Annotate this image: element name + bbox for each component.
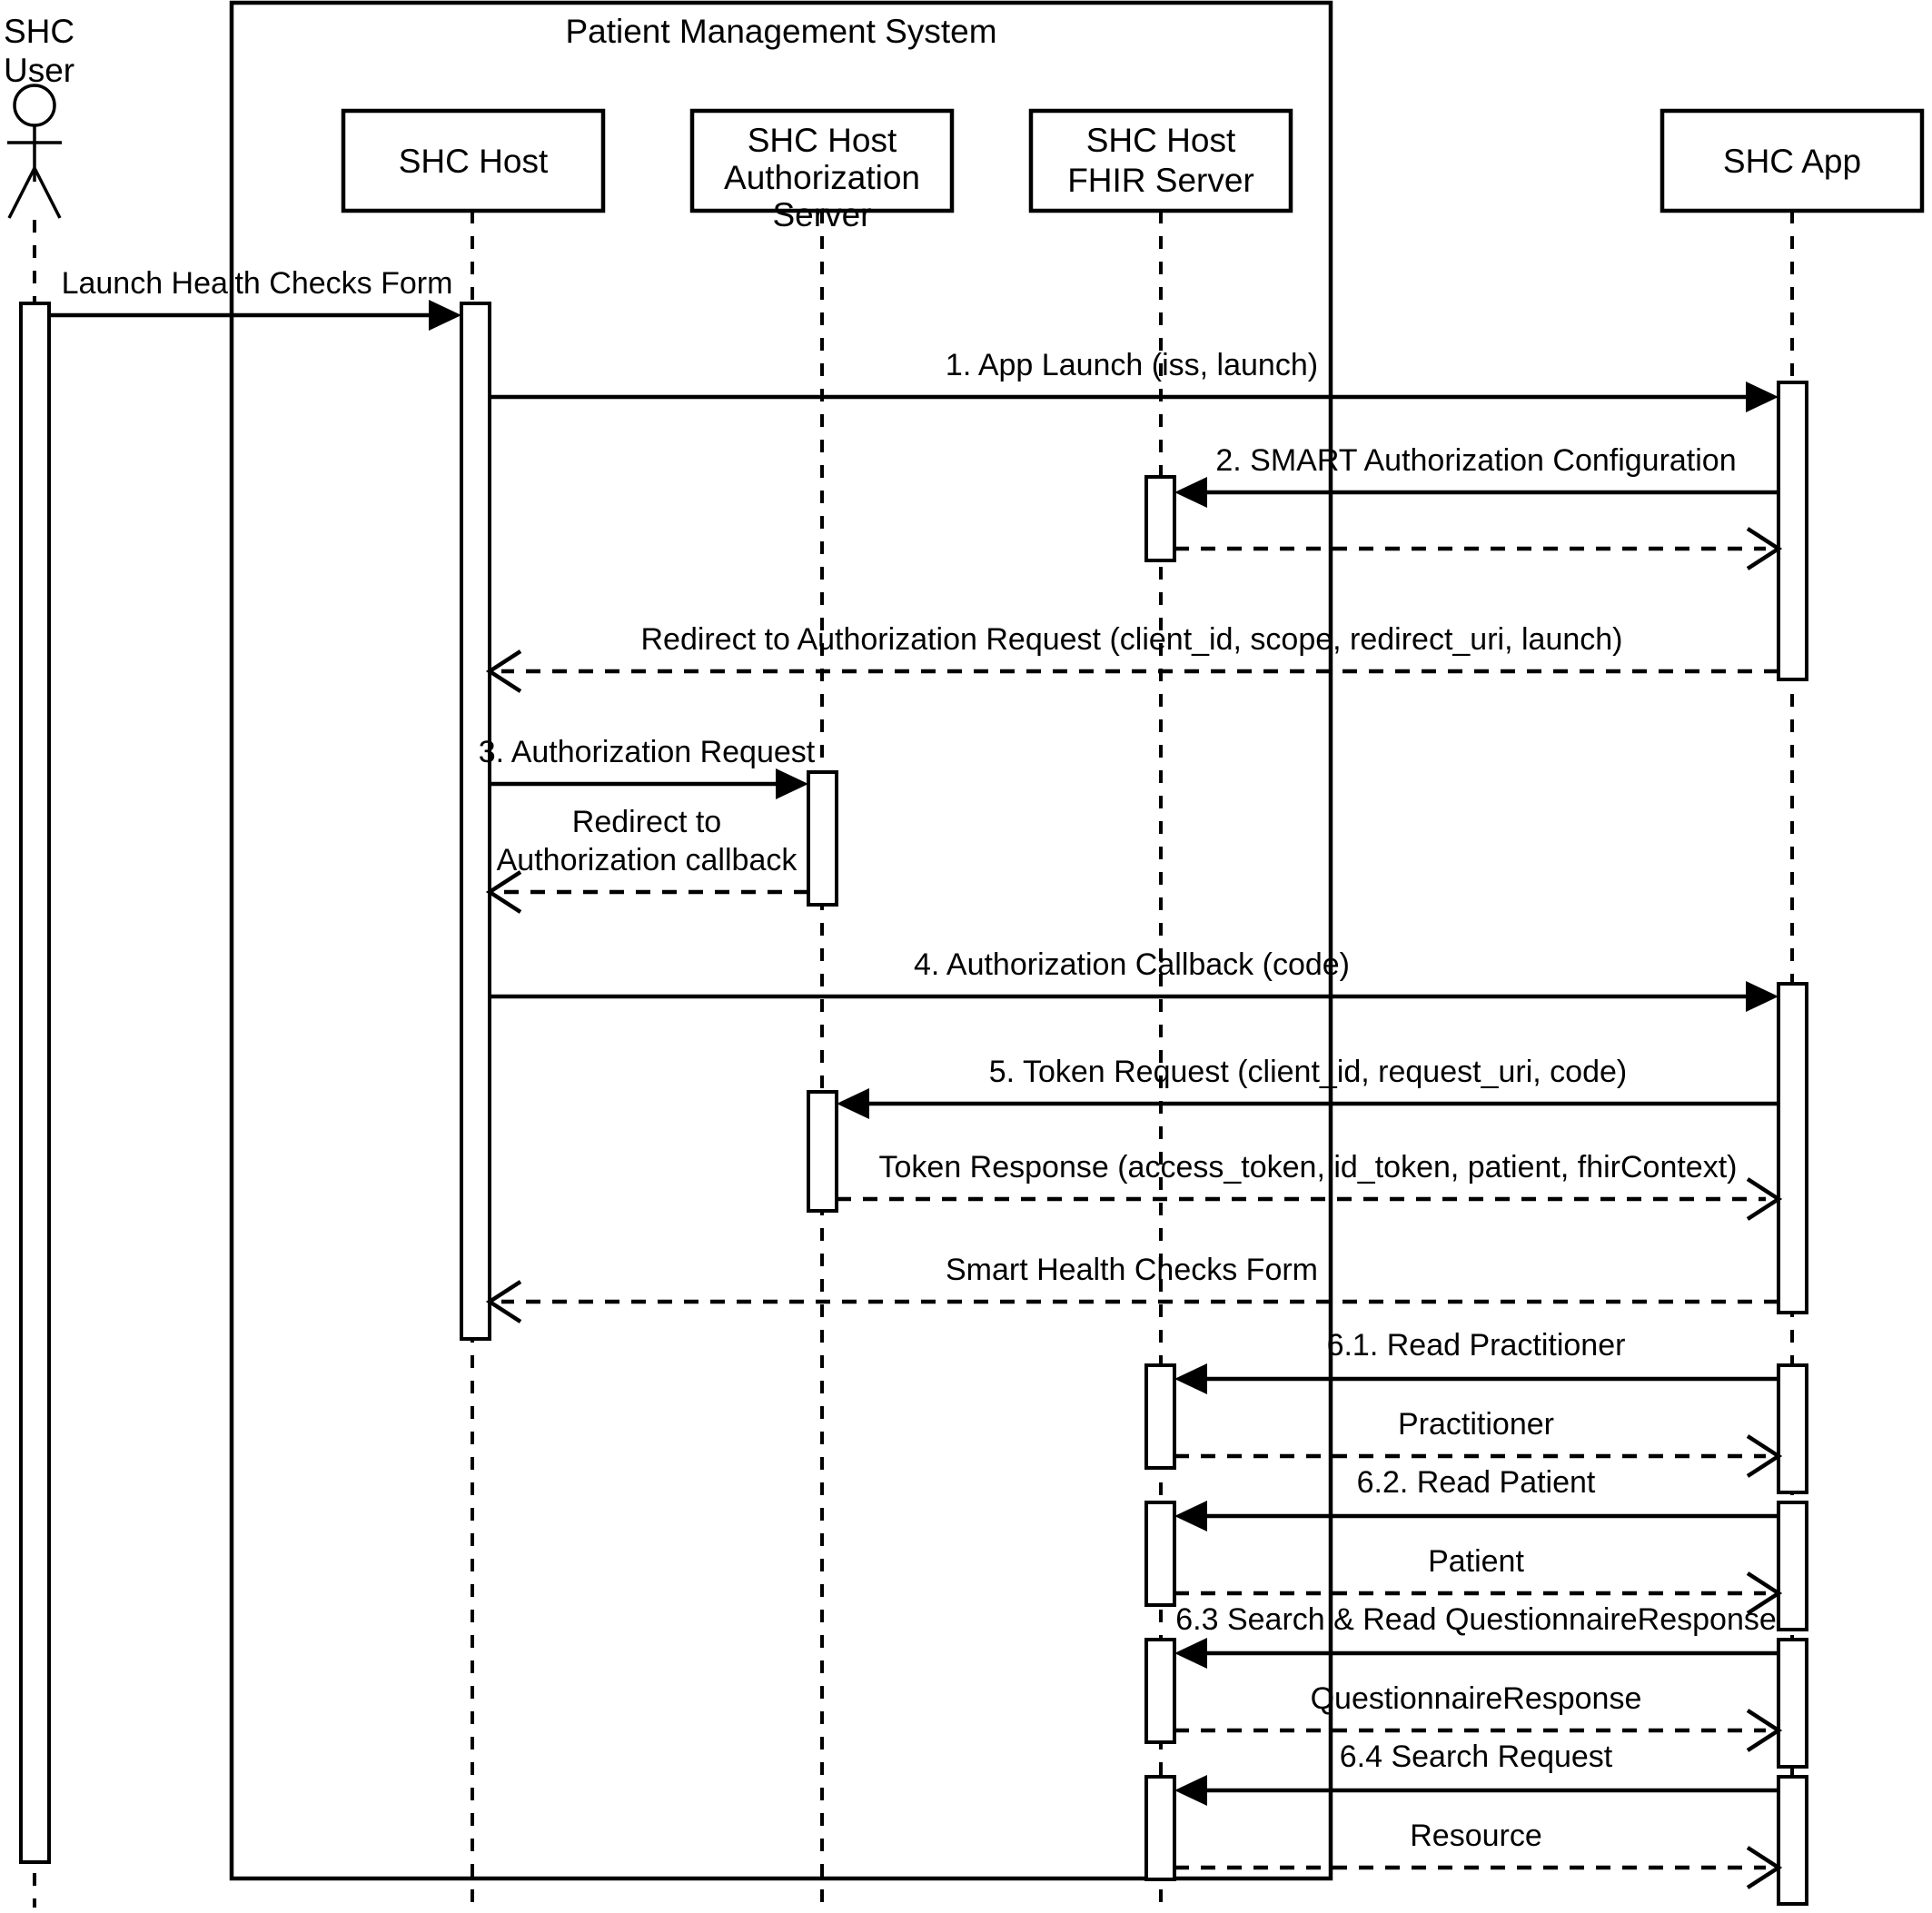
activation-bar-fhir-practitioner <box>1144 1363 1176 1470</box>
message-app-launch[interactable]: 1. App Launch (iss, launch) <box>490 348 1778 412</box>
actor-label-line2: User <box>4 52 74 89</box>
arrowhead-filled-icon <box>1746 382 1778 412</box>
participant-label-auth-line2: Authorization <box>724 159 920 196</box>
message-practitioner-response[interactable]: Practitioner <box>1174 1407 1783 1478</box>
arrowhead-filled-icon <box>1174 1638 1207 1669</box>
message-search-request[interactable]: 6.4 Search Request <box>1174 1740 1778 1806</box>
activation-bar-app-launch <box>1777 381 1808 681</box>
participant-label-shc-app: SHC App <box>1723 143 1861 180</box>
message-label: 2. SMART Authorization Configuration <box>1215 443 1736 478</box>
arrowhead-filled-icon <box>1174 1363 1207 1394</box>
message-token-request[interactable]: 5. Token Request (client_id, request_uri… <box>837 1055 1778 1119</box>
participant-shc-host-authorization-server[interactable]: SHC Host Authorization Server <box>689 108 955 1908</box>
participant-label-fhir-line1: SHC Host <box>1086 122 1236 159</box>
activation-bar-app-callback <box>1777 982 1808 1314</box>
message-label: Smart Health Checks Form <box>946 1253 1318 1287</box>
message-label: 6.3 Search & Read QuestionnaireResponse <box>1175 1602 1777 1637</box>
message-label: Practitioner <box>1398 1407 1554 1442</box>
arrowhead-filled-icon <box>837 1088 869 1119</box>
message-authorization-request[interactable]: 3. Authorization Request <box>479 735 816 799</box>
arrowhead-open-icon <box>485 649 522 693</box>
activation-bar-fhir-qr <box>1144 1638 1176 1744</box>
frame-title: Patient Management System <box>565 13 996 50</box>
message-read-patient[interactable]: 6.2. Read Patient <box>1174 1465 1778 1531</box>
arrowhead-open-icon <box>1746 1571 1783 1615</box>
activation-bar-app-search <box>1777 1775 1808 1906</box>
activation-bar-app-qr <box>1777 1638 1808 1769</box>
activation-bar-app-patient <box>1777 1501 1808 1631</box>
activation-bar-fhir-patient <box>1144 1501 1176 1607</box>
activation-bar-host-main <box>460 302 491 1341</box>
arrowhead-filled-icon <box>429 300 461 331</box>
stick-figure-actor-icon <box>7 84 62 219</box>
arrowhead-open-icon <box>1746 1709 1783 1752</box>
activation-bar-fhir-search <box>1144 1775 1176 1881</box>
message-label: 6.1. Read Practitioner <box>1327 1328 1626 1363</box>
message-read-practitioner[interactable]: 6.1. Read Practitioner <box>1174 1328 1778 1394</box>
message-resource-response[interactable]: Resource <box>1174 1819 1783 1889</box>
activation-bar-auth-authreq <box>807 770 838 907</box>
message-smart-health-checks-form[interactable]: Smart Health Checks Form <box>485 1253 1778 1323</box>
arrowhead-filled-icon <box>1174 1775 1207 1806</box>
activation-bar-fhir-smartconfig <box>1144 475 1176 562</box>
message-label: Resource <box>1410 1819 1542 1853</box>
message-smart-config-return[interactable] <box>1174 527 1783 570</box>
message-launch-health-checks-form[interactable]: Launch Health Checks Form <box>49 266 461 331</box>
message-label: Redirect to Authorization Request (clien… <box>640 622 1622 657</box>
participant-shc-app[interactable]: SHC App <box>1660 108 1925 1908</box>
arrowhead-open-icon <box>1746 1434 1783 1478</box>
arrowhead-open-icon <box>1746 527 1783 570</box>
message-label: 6.2. Read Patient <box>1357 1465 1596 1500</box>
arrowhead-filled-icon <box>1746 981 1778 1012</box>
message-redirect-to-authorization-request[interactable]: Redirect to Authorization Request (clien… <box>485 622 1778 693</box>
arrowhead-filled-icon <box>776 768 808 799</box>
message-label: 1. App Launch (iss, launch) <box>946 348 1318 382</box>
participant-label-shc-host: SHC Host <box>399 143 549 180</box>
participant-label-fhir-line2: FHIR Server <box>1067 162 1254 199</box>
message-label-line1: Redirect to <box>572 805 721 839</box>
message-questionnaireresponse-response[interactable]: QuestionnaireResponse <box>1174 1681 1783 1752</box>
message-search-read-questionnaireresponse[interactable]: 6.3 Search & Read QuestionnaireResponse <box>1174 1602 1778 1669</box>
message-label: 3. Authorization Request <box>479 735 816 769</box>
message-smart-authorization-configuration[interactable]: 2. SMART Authorization Configuration <box>1174 443 1778 508</box>
arrowhead-filled-icon <box>1174 477 1207 508</box>
message-redirect-to-authorization-callback[interactable]: Redirect to Authorization callback <box>485 805 808 914</box>
system-boundary-frame: Patient Management System <box>229 0 1333 1881</box>
arrowhead-open-icon <box>1746 1846 1783 1889</box>
actor-label-line1: SHC <box>4 13 74 50</box>
arrowhead-open-icon <box>485 870 522 914</box>
participant-label-auth-line1: SHC Host <box>748 122 897 159</box>
message-patient-response[interactable]: Patient <box>1174 1544 1783 1615</box>
message-label: Patient <box>1428 1544 1524 1579</box>
activation-bar-actor <box>19 302 51 1864</box>
message-label: 5. Token Request (client_id, request_uri… <box>989 1055 1627 1089</box>
message-label: 6.4 Search Request <box>1340 1740 1613 1774</box>
arrowhead-open-icon <box>485 1280 522 1323</box>
message-label: Token Response (access_token, id_token, … <box>879 1150 1738 1184</box>
message-label: 4. Authorization Callback (code) <box>914 947 1350 982</box>
message-authorization-callback[interactable]: 4. Authorization Callback (code) <box>490 947 1778 1012</box>
activation-bar-app-practitioner <box>1777 1363 1808 1494</box>
message-label: QuestionnaireResponse <box>1311 1681 1642 1716</box>
arrowhead-filled-icon <box>1174 1501 1207 1531</box>
arrowhead-open-icon <box>1746 1177 1783 1221</box>
activation-bars <box>19 302 1808 1906</box>
message-token-response[interactable]: Token Response (access_token, id_token, … <box>837 1150 1783 1221</box>
message-label-line2: Authorization callback <box>497 843 798 877</box>
activation-bar-auth-token <box>807 1090 838 1213</box>
message-label: Launch Health Checks Form <box>62 266 453 301</box>
